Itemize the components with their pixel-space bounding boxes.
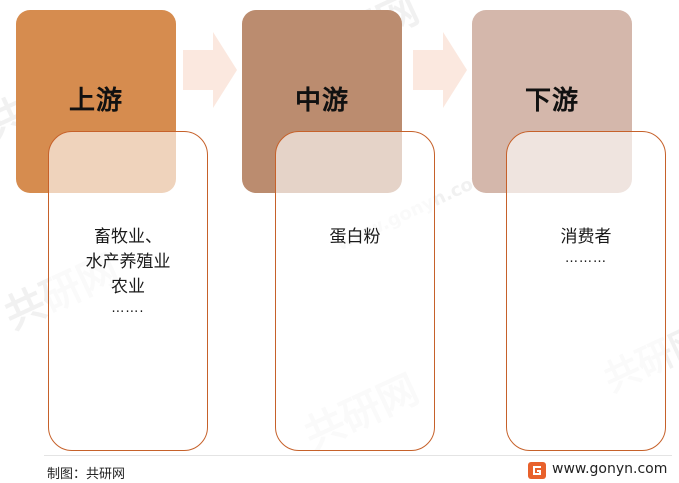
stage-title: 上游: [68, 86, 123, 116]
stage-item: 蛋白粉: [329, 227, 381, 247]
stage-item: 农业: [111, 277, 145, 297]
flow-arrow-icon: [183, 32, 237, 108]
stage-ellipsis: ………: [565, 251, 607, 266]
site-url: www.gonyn.com: [552, 461, 668, 477]
stage-box-midstream: 蛋白粉: [275, 131, 435, 451]
stage-item: 畜牧业、: [94, 227, 162, 247]
stage-item: 消费者: [560, 227, 612, 247]
source-label: 制图：共研网: [47, 467, 126, 482]
gonyn-logo-icon: [528, 462, 546, 479]
stage-title: 中游: [294, 86, 349, 116]
stage-item: 水产养殖业: [85, 252, 171, 272]
stage-ellipsis: …….: [111, 301, 145, 316]
flow-arrow-icon: [413, 32, 467, 108]
stage-box-upstream: 畜牧业、 水产养殖业 农业 …….: [48, 131, 208, 451]
stage-title: 下游: [524, 86, 579, 116]
footer-divider: [44, 455, 672, 456]
stage-box-downstream: 消费者 ………: [506, 131, 666, 451]
